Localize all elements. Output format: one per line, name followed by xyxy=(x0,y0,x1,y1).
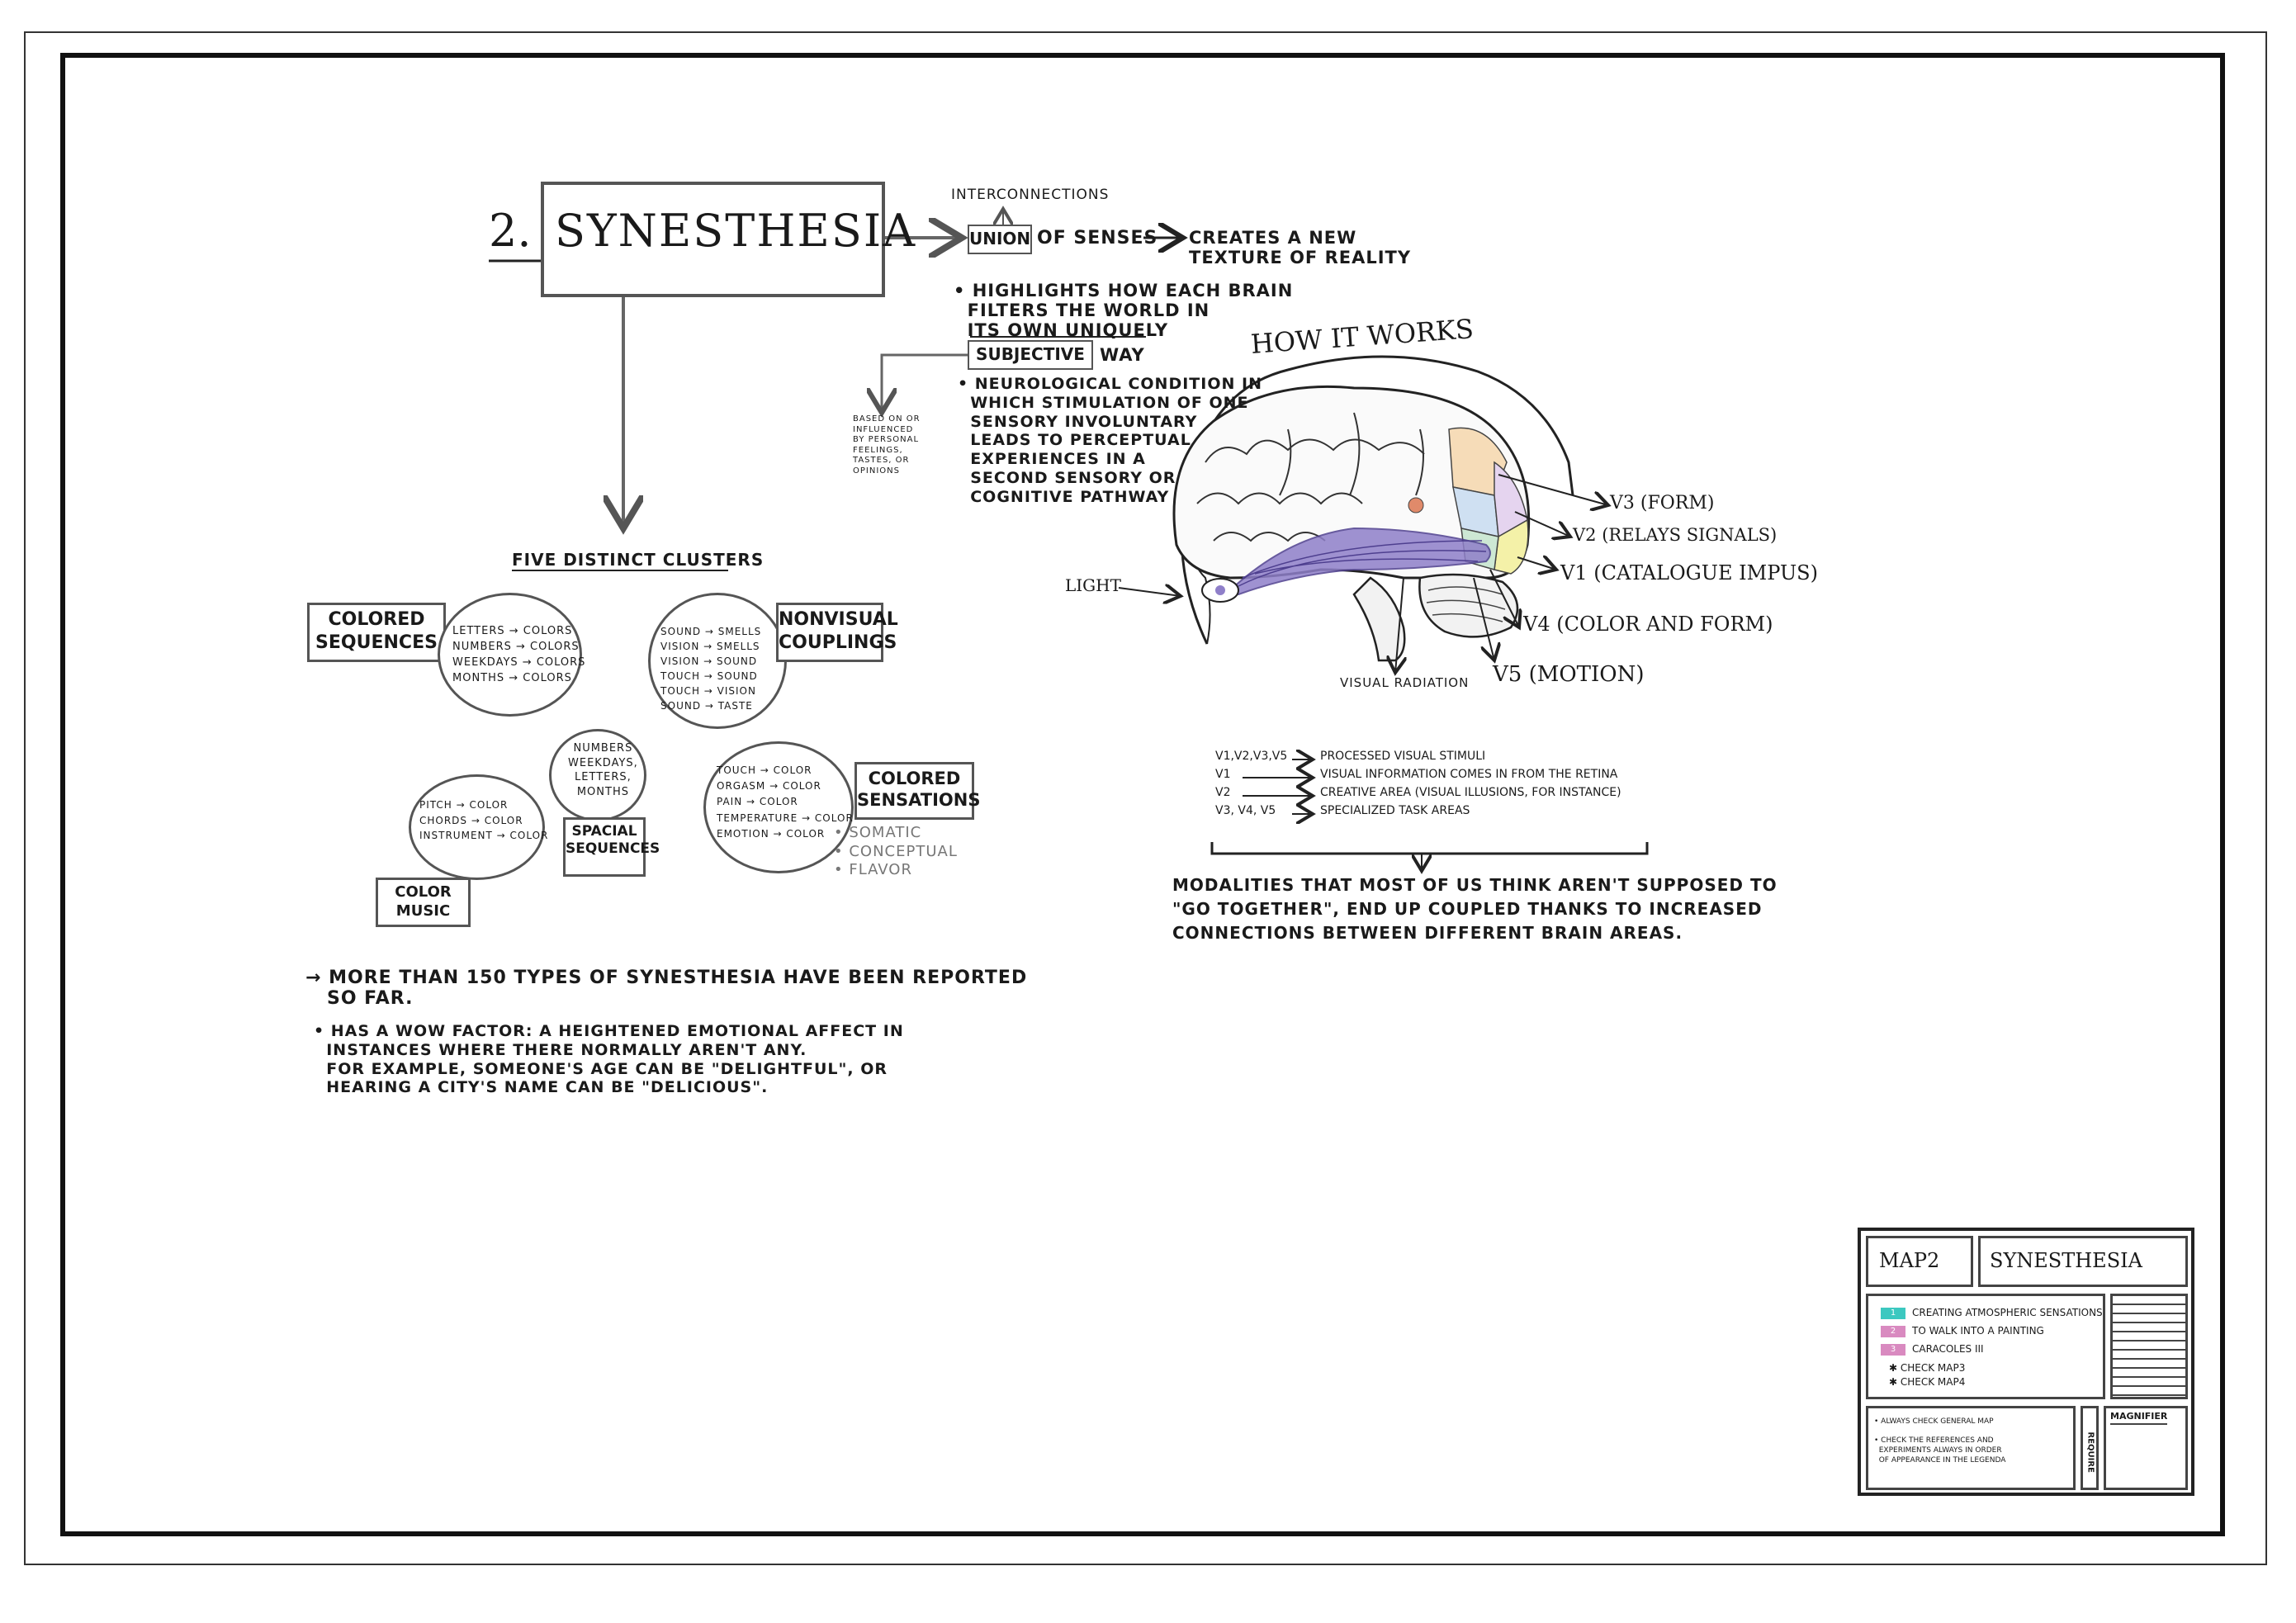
legend-name-cell xyxy=(1978,1236,2188,1287)
legend-swatch: 2 xyxy=(1881,1325,1905,1337)
color-music-ellipse xyxy=(409,774,545,880)
note-wow-factor: • HAS A WOW FACTOR: A HEIGHTENED EMOTION… xyxy=(314,1022,904,1097)
areas-conclusion: MODALITIES THAT MOST OF US THINK AREN'T … xyxy=(1172,875,1778,943)
spatial-items: NUMBERS WEEKDAYS, LETTERS, MONTHS xyxy=(568,742,638,798)
color-music-items: PITCH → COLOR CHORDS → COLOR INSTRUMENT … xyxy=(419,799,549,842)
legend-checks: ✱ CHECK MAP3 ✱ CHECK MAP4 xyxy=(1889,1362,1966,1389)
way-label: WAY xyxy=(1100,345,1145,365)
v4-label: V4 (COLOR AND FORM) xyxy=(1523,613,1773,636)
nonvisual-label: NONVISUAL COUPLINGS xyxy=(776,603,898,662)
magnifier-label: MAGNIFIER xyxy=(2110,1411,2168,1425)
require-label: REQUIRE xyxy=(2085,1431,2095,1473)
clusters-heading: FIVE DISTINCT CLUSTERS xyxy=(512,550,765,570)
sensations-subtypes: • SOMATIC • CONCEPTUAL • FLAVOR xyxy=(834,824,958,878)
spatial-label: SPACIAL SEQUENCES xyxy=(563,817,660,877)
v2-label: V2 (RELAYS SIGNALS) xyxy=(1573,525,1778,545)
nonvisual-ellipse xyxy=(648,593,787,729)
legend-map-cell xyxy=(1866,1236,1973,1287)
legend-notes: • ALWAYS CHECK GENERAL MAP • CHECK THE R… xyxy=(1874,1417,2006,1464)
inner-frame xyxy=(60,53,2225,1536)
visual-radiation-label: VISUAL RADIATION xyxy=(1340,675,1470,690)
of-senses-label: OF SENSES xyxy=(1037,228,1158,248)
subjective-side-note: BASED ON OR INFLUENCED BY PERSONAL FEELI… xyxy=(853,414,921,476)
interconnections-label: INTERCONNECTIONS xyxy=(951,187,1110,203)
bullet-highlights: • HIGHLIGHTS HOW EACH BRAIN FILTERS THE … xyxy=(954,281,1294,341)
title-number: 2. xyxy=(489,205,532,257)
magnifier-cell xyxy=(2104,1406,2188,1490)
legend-swatch: 3 xyxy=(1881,1343,1905,1356)
outer-frame xyxy=(24,31,2267,1565)
nonvisual-items: SOUND → SMELLS VISION → SMELLS VISION → … xyxy=(660,626,762,712)
v3-label: V3 (FORM) xyxy=(1610,493,1715,513)
brain-illustration xyxy=(1172,385,1531,662)
color-music-label: COLOR MUSIC xyxy=(376,878,471,927)
legend-name: SYNESTHESIA xyxy=(1990,1249,2142,1272)
sensations-label: COLORED SENSATIONS xyxy=(854,762,980,820)
title-box xyxy=(541,182,885,297)
union-box: UNION xyxy=(968,225,1032,254)
legend-swatch: 1 xyxy=(1881,1307,1905,1319)
sensations-ellipse xyxy=(703,741,854,873)
colored-sequences-label: COLORED SEQUENCES xyxy=(307,603,446,662)
v5-label: V5 (MOTION) xyxy=(1493,662,1645,687)
bullet-neurological: • NEUROLOGICAL CONDITION IN WHICH STIMUL… xyxy=(958,375,1262,506)
spatial-ellipse xyxy=(549,729,646,821)
require-cell xyxy=(2081,1406,2099,1490)
colored-sequences-ellipse xyxy=(438,593,582,717)
legend-map: MAP2 xyxy=(1879,1249,1940,1272)
legend-stripes xyxy=(2110,1294,2188,1399)
v1-label: V1 (CATALOGUE IMPUS) xyxy=(1560,561,1818,584)
creates-label: CREATES A NEW TEXTURE OF REALITY xyxy=(1189,228,1412,268)
legend-items-cell xyxy=(1866,1294,2105,1399)
page-title: SYNESTHESIA xyxy=(555,205,917,257)
colored-sequences-items: LETTERS → COLORS NUMBERS → COLORS WEEKDA… xyxy=(452,625,586,684)
note-150-types: → MORE THAN 150 TYPES OF SYNESTHESIA HAV… xyxy=(305,968,1028,1010)
light-label: LIGHT xyxy=(1065,575,1121,595)
subjective-box: SUBJECTIVE xyxy=(968,340,1093,370)
sensations-items: TOUCH → COLOR ORGASM → COLOR PAIN → COLO… xyxy=(717,764,854,840)
legend-notes-cell xyxy=(1866,1406,2076,1490)
